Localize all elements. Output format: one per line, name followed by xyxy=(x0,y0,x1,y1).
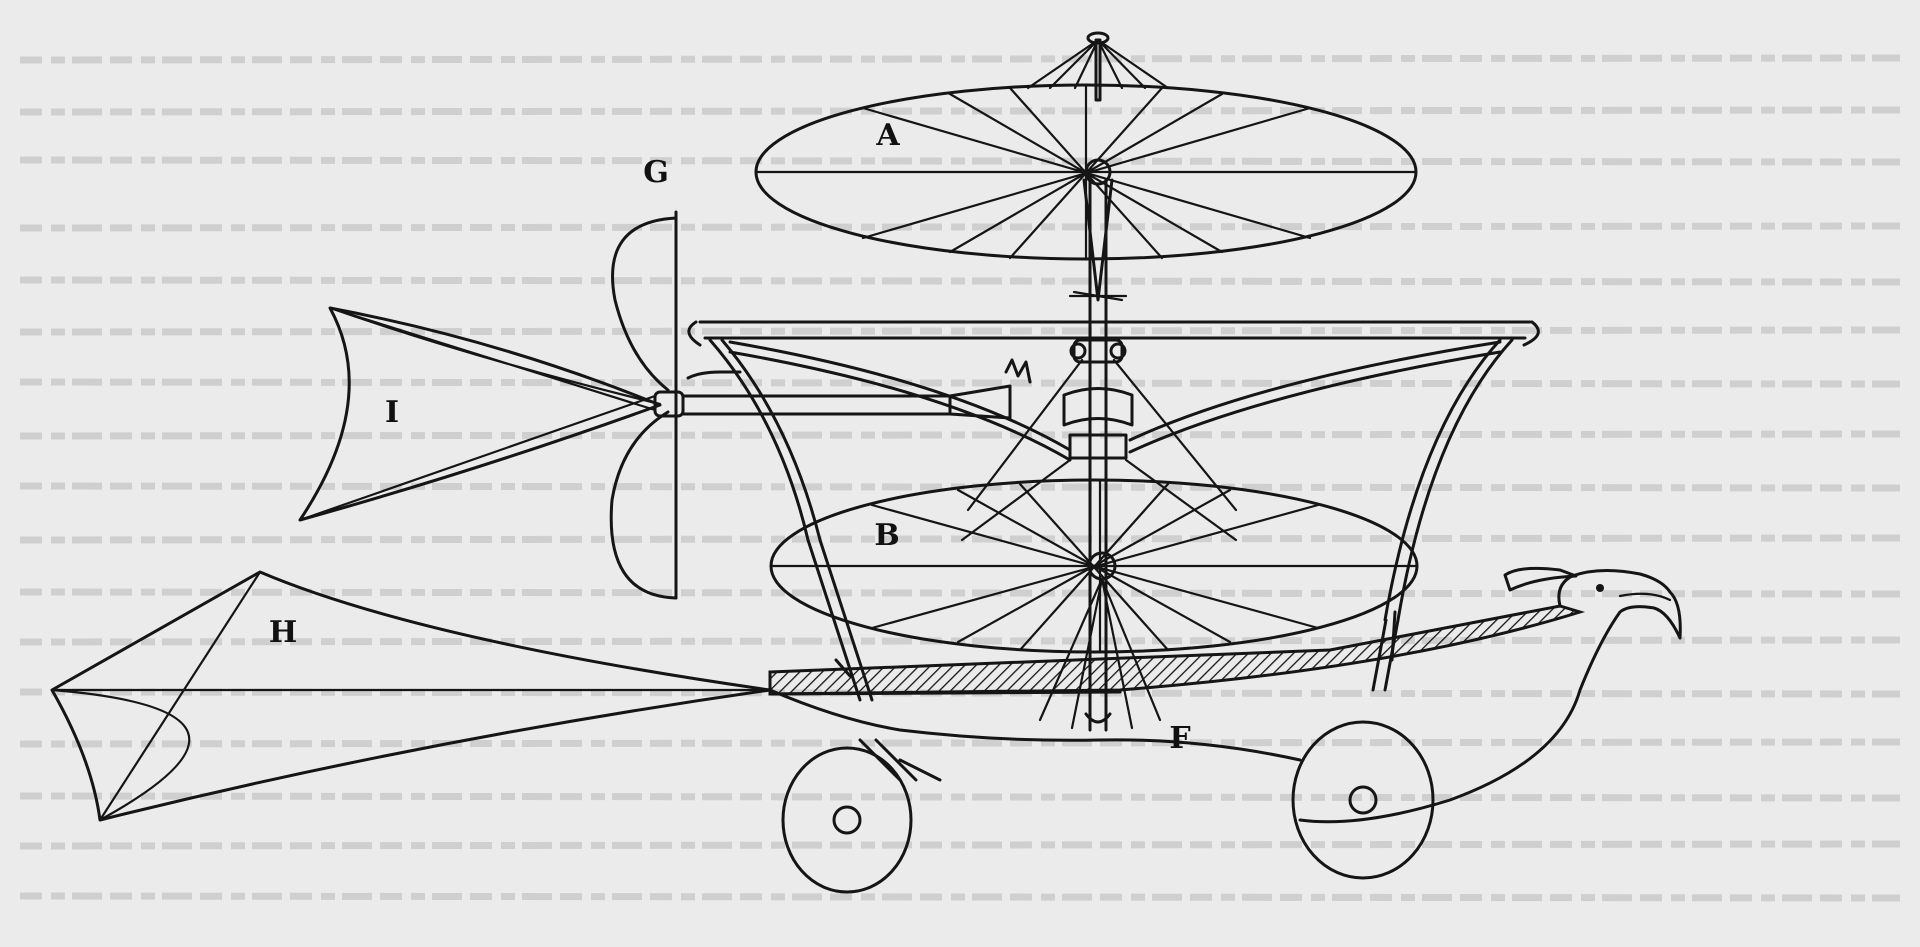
label-i: I xyxy=(385,395,399,430)
label-g: G xyxy=(643,155,669,190)
propeller-g xyxy=(609,210,1032,600)
label-h: H xyxy=(269,615,297,650)
label-a: A xyxy=(875,118,900,153)
tail-h xyxy=(50,570,1302,822)
front-wheel xyxy=(781,746,913,894)
sail-disc-b xyxy=(769,478,1419,730)
label-b: B xyxy=(874,518,899,553)
bird-head xyxy=(1298,566,1682,824)
tail-fin-i xyxy=(298,306,742,522)
boat-hull xyxy=(768,604,1586,696)
main-frame xyxy=(687,320,1540,622)
label-f: F xyxy=(1169,721,1190,756)
central-mast xyxy=(1062,178,1134,732)
top-mast xyxy=(1026,31,1170,102)
sail-disc-a xyxy=(754,83,1418,302)
rear-wheel xyxy=(1291,720,1435,880)
